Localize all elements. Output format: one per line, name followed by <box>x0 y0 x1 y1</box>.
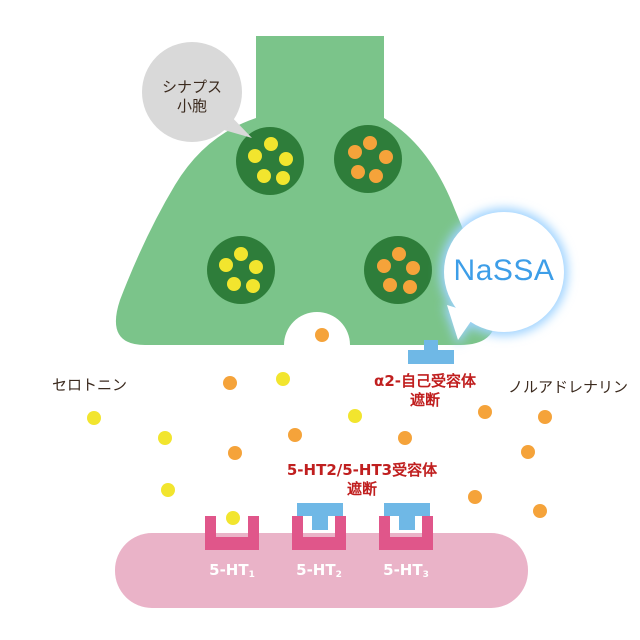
vesicle-noradrenaline-contents <box>377 247 420 294</box>
receptor-label-subscript: 2 <box>335 570 342 580</box>
receptor-5ht3 <box>379 516 433 550</box>
noradrenaline-label: ノルアドレナリン <box>508 378 629 396</box>
receptor-5ht2 <box>292 516 346 550</box>
receptor-label-subscript: 3 <box>422 570 429 580</box>
alpha2-blockade-label: α2-自己受容体 遮断 <box>360 372 490 410</box>
vesicle-callout-bubble <box>142 42 252 142</box>
receptor-label-prefix: 5-HT <box>383 561 423 579</box>
vesicle-serotonin-contents <box>248 137 293 185</box>
synaptic-vesicle <box>207 236 275 304</box>
free-serotonin-molecules <box>87 372 362 525</box>
receptor-label-5ht3: 5-HT3 <box>366 561 446 580</box>
vesicle-label-line1: シナプス <box>161 78 222 96</box>
receptor-5ht1 <box>205 516 259 550</box>
5ht2-5ht3-blockade-line1: 5-HT2/5-HT3受容体 <box>286 461 438 479</box>
receptor-label-subscript: 1 <box>248 570 255 580</box>
postsynaptic-neuron <box>115 533 528 608</box>
alpha2-antagonist-icon <box>408 340 454 364</box>
synaptic-vesicle <box>334 125 402 193</box>
5ht2-antagonist-icon <box>297 503 343 530</box>
receptor-label-5ht1: 5-HT1 <box>192 561 272 580</box>
drug-name-label: NaSSA <box>453 254 555 287</box>
free-noradrenaline-molecules <box>223 328 552 518</box>
5ht3-antagonist-icon <box>384 503 430 530</box>
alpha2-blockade-line2: 遮断 <box>409 390 440 409</box>
5ht2-5ht3-blockade-label: 5-HT2/5-HT3受容体 遮断 <box>268 461 456 499</box>
vesicle-label-line2: 小胞 <box>176 96 207 115</box>
receptor-label-5ht2: 5-HT2 <box>279 561 359 580</box>
vesicle-noradrenaline-contents <box>348 136 393 183</box>
5ht2-5ht3-blockade-line2: 遮断 <box>346 479 377 498</box>
alpha2-blockade-line1: α2-自己受容体 <box>374 372 476 390</box>
vesicle-label: シナプス 小胞 <box>142 78 242 116</box>
receptor-label-prefix: 5-HT <box>296 561 336 579</box>
synaptic-vesicle <box>364 236 432 304</box>
vesicle-serotonin-contents <box>219 247 263 293</box>
serotonin-label: セロトニン <box>52 376 128 394</box>
nassa-bubble <box>440 208 568 345</box>
receptor-label-prefix: 5-HT <box>209 561 249 579</box>
